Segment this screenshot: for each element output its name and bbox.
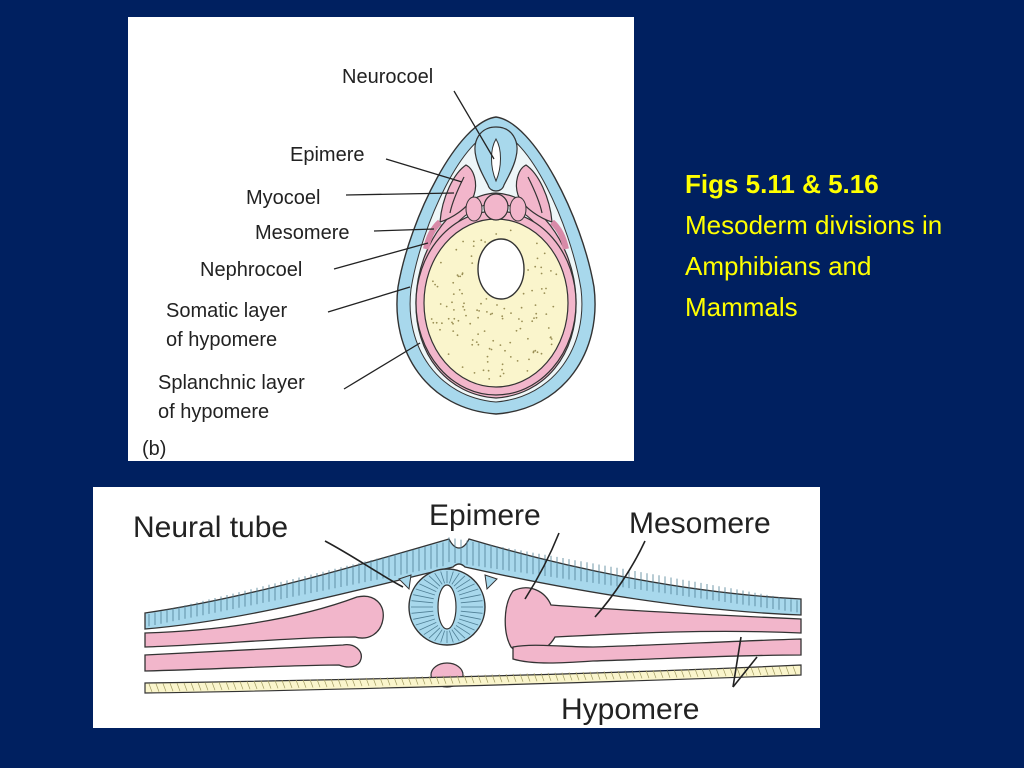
pink-blob-left [465, 196, 483, 222]
label-neural-tube: Neural tube [133, 511, 288, 544]
label-somatic-line2: of hypomere [166, 329, 277, 351]
epimere-right [504, 587, 802, 655]
leader-lines [327, 90, 495, 390]
leader-lines [324, 532, 758, 688]
label-neurocoel: Neurocoel [342, 66, 433, 88]
label-somatic-line1: Somatic layer [166, 300, 287, 322]
pink-blob-right [509, 196, 527, 222]
neural-crest-left [398, 574, 412, 591]
caption-title: Figs 5.11 & 5.16 [685, 169, 879, 199]
myocoel-right [527, 176, 543, 214]
gut-lumen [477, 238, 525, 300]
neural-crest-right [484, 574, 498, 591]
label-splanchnic-line2: of hypomere [158, 401, 269, 423]
figure-amphibian-cross-section: Neurocoel Epimere Myocoel Mesomere Nephr… [128, 17, 634, 461]
label-epimere: Epimere [429, 499, 541, 532]
figure-mammal-section: Neural tube Epimere Mesomere Hypomere [93, 487, 820, 728]
label-hypomere: Hypomere [561, 693, 699, 726]
label-mesomere: Mesomere [255, 222, 349, 244]
neural-canal [437, 584, 457, 630]
notochord [483, 193, 509, 221]
endoderm-stripes [148, 666, 797, 693]
hypomere-left [144, 644, 362, 672]
ectoderm-stripes [148, 537, 798, 627]
epimere-right [515, 164, 553, 223]
endoderm-band [144, 664, 802, 694]
neurocoel [491, 138, 501, 183]
amphibian-diagram: Neurocoel Epimere Myocoel Mesomere Nephr… [142, 66, 596, 460]
label-myocoel: Myocoel [246, 187, 320, 209]
neural-tube-stripes [411, 571, 483, 643]
yolk-dots [430, 229, 558, 380]
caption-subtitle: Mesoderm divisions in Amphibians and Mam… [685, 210, 943, 322]
label-mesomere: Mesomere [629, 507, 771, 540]
mesomere-right [549, 219, 569, 250]
panel-label: (b) [142, 438, 166, 460]
slide-caption: Figs 5.11 & 5.16 Mesoderm divisions in A… [685, 164, 1005, 328]
epimere-left [144, 595, 384, 648]
mammal-diagram: Neural tube Epimere Mesomere Hypomere [133, 499, 802, 726]
epimere-left [439, 164, 477, 223]
mesomere-left [423, 219, 443, 250]
label-splanchnic-line1: Splanchnic layer [158, 372, 305, 394]
label-epimere: Epimere [290, 144, 364, 166]
hypomere-right [512, 638, 802, 664]
myocoel-left [449, 176, 465, 214]
label-nephrocoel: Nephrocoel [200, 259, 302, 281]
